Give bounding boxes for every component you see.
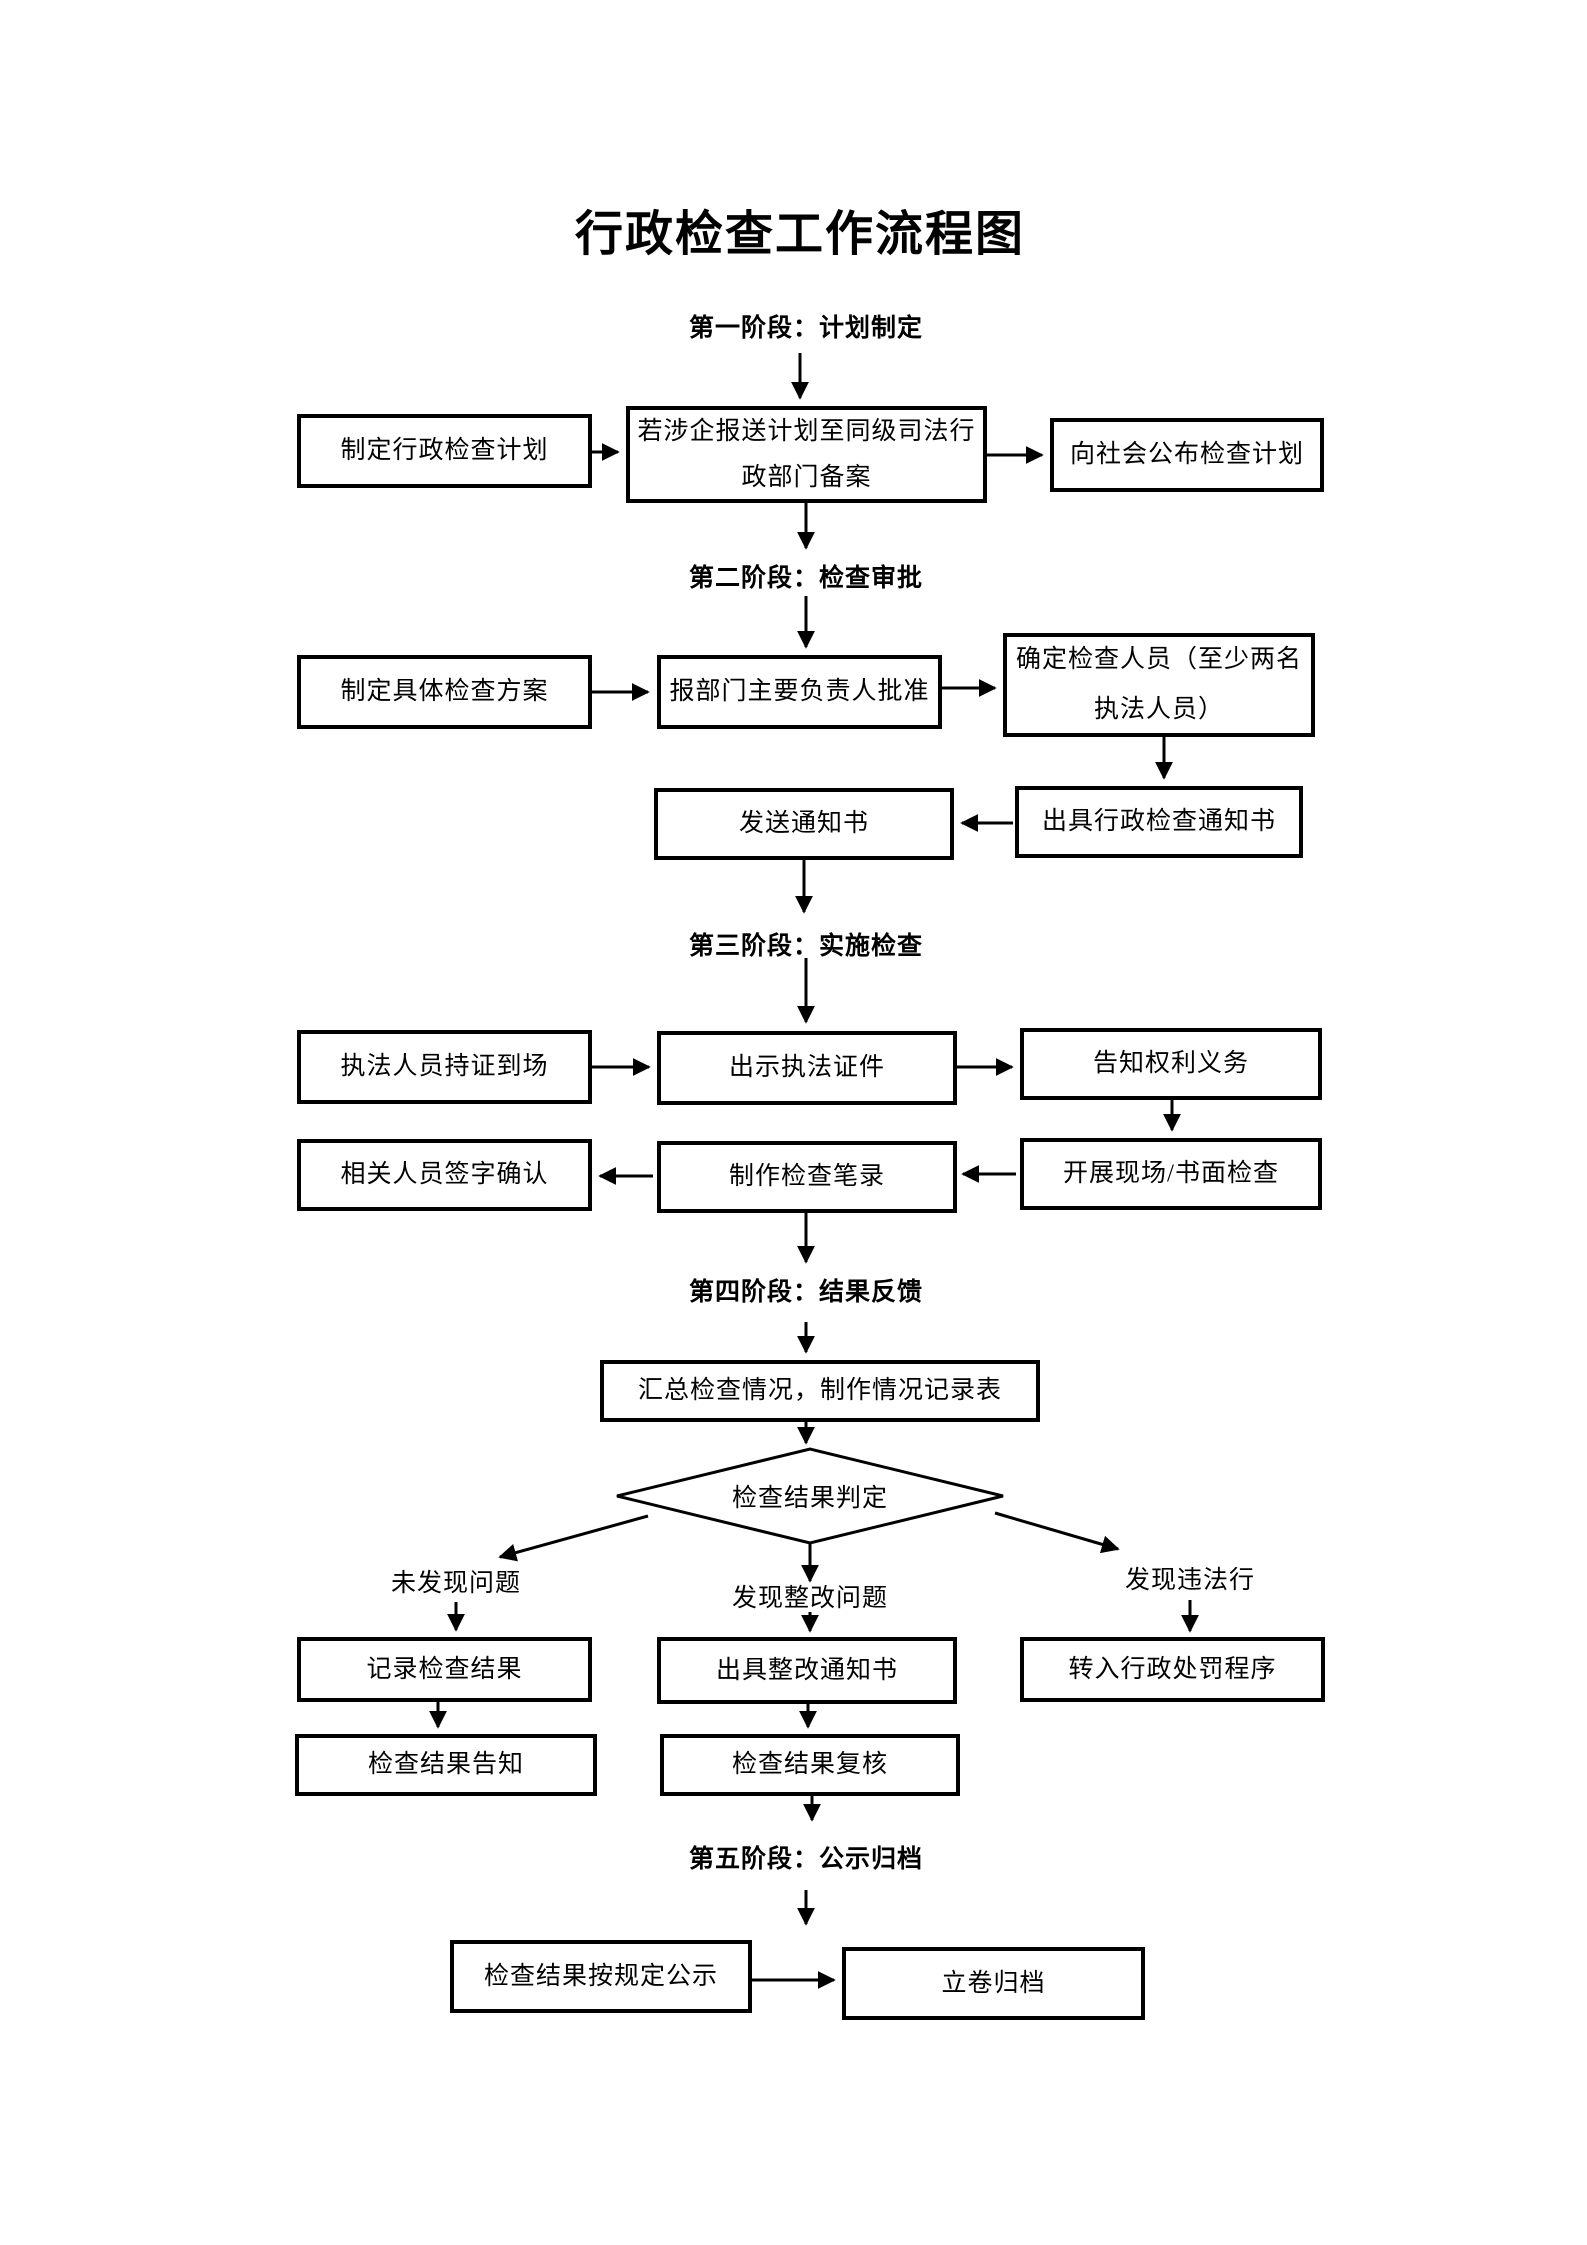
node-review-result: 检查结果复核: [660, 1734, 960, 1796]
node-make-scheme: 制定具体检查方案: [297, 655, 592, 729]
node-arrive: 执法人员持证到场: [297, 1030, 592, 1104]
node-issue-notice: 出具行政检查通知书: [1015, 786, 1303, 858]
phase-5-heading: 第五阶段：公示归档: [688, 1845, 924, 1873]
arrow-judge-to-illegal: [994, 1511, 1120, 1554]
node-notify-result: 检查结果告知: [295, 1734, 597, 1796]
phase-4-heading: 第四阶段：结果反馈: [688, 1278, 924, 1306]
node-record-result: 记录检查结果: [297, 1637, 592, 1702]
phase-1-heading: 第一阶段：计划制定: [688, 314, 924, 342]
phase-3-heading: 第三阶段：实施检查: [688, 932, 924, 960]
node-sign-confirm: 相关人员签字确认: [297, 1139, 592, 1211]
node-assign-staff: 确定检查人员（至少两名执法人员）: [1003, 633, 1315, 737]
branch-label-no-problem: 未发现问题: [390, 1570, 522, 1597]
node-publish-plan: 向社会公布检查计划: [1050, 418, 1324, 492]
node-archive: 立卷归档: [842, 1947, 1145, 2020]
node-make-record: 制作检查笔录: [657, 1141, 957, 1213]
node-make-plan: 制定行政检查计划: [297, 414, 592, 488]
node-publicize: 检查结果按规定公示: [450, 1940, 752, 2013]
node-inform-rights: 告知权利义务: [1020, 1028, 1322, 1100]
arrow-judge-to-no-problem: [498, 1514, 649, 1562]
node-approve: 报部门主要负责人批准: [657, 655, 942, 729]
branch-label-rectify: 发现整改问题: [731, 1585, 889, 1612]
node-file-plan: 若涉企报送计划至同级司法行政部门备案: [626, 406, 987, 503]
node-issue-rectify: 出具整改通知书: [657, 1637, 957, 1704]
node-show-id: 出示执法证件: [657, 1031, 957, 1105]
branch-label-illegal: 发现违法行: [1124, 1567, 1256, 1594]
node-to-punish: 转入行政处罚程序: [1020, 1637, 1325, 1702]
phase-2-heading: 第二阶段：检查审批: [688, 564, 924, 592]
node-send-notice: 发送通知书: [654, 788, 954, 860]
page-title: 行政检查工作流程图: [574, 208, 1026, 261]
node-summarize: 汇总检查情况，制作情况记录表: [600, 1360, 1040, 1422]
node-conduct-check: 开展现场/书面检查: [1020, 1138, 1322, 1210]
node-judge-label: 检查结果判定: [731, 1485, 889, 1512]
